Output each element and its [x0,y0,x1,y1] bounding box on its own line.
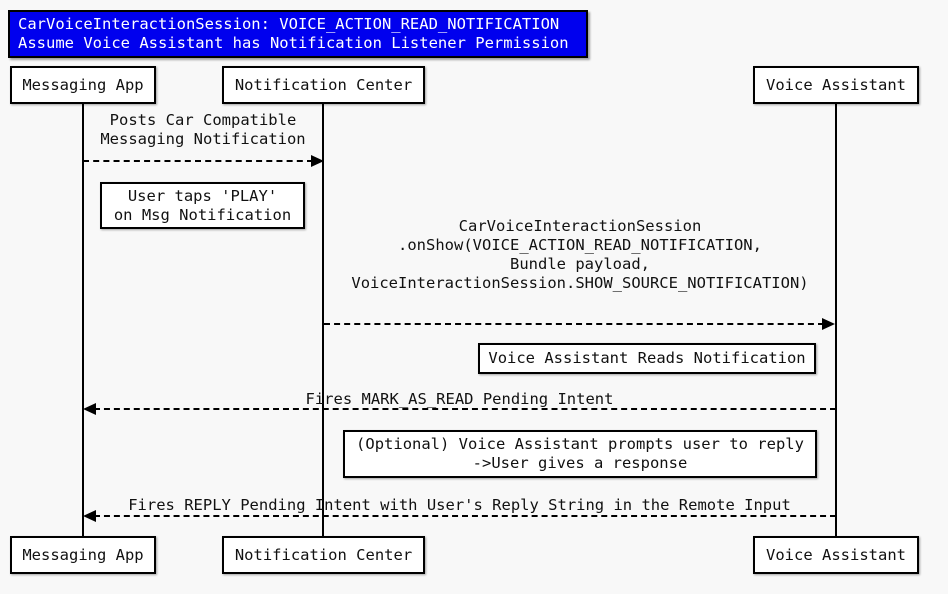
actor-notification-center-top: Notification Center [222,66,425,104]
actor-voice-assistant-bottom: Voice Assistant [753,536,919,574]
actor-notification-center-bottom: Notification Center [222,536,425,574]
arrowhead-left-icon [83,510,96,522]
message-arrow-posts-notification [83,155,324,167]
lifeline-voice-assistant [835,104,837,536]
message-arrow-reply-pending-intent [83,510,836,522]
actor-messaging-app-bottom: Messaging App [10,536,156,574]
message-label-onshow-session: CarVoiceInteractionSession .onShow(VOICE… [351,217,809,292]
note-optional-prompt-reply: (Optional) Voice Assistant prompts user … [343,430,817,478]
message-arrow-onshow-session [324,318,835,330]
note-user-taps-play: User taps 'PLAY' on Msg Notification [100,182,305,229]
dashed-line [324,323,824,325]
diagram-title: CarVoiceInteractionSession: VOICE_ACTION… [8,10,588,58]
dashed-line [83,160,313,162]
dashed-line [94,408,836,410]
arrowhead-left-icon [83,403,96,415]
message-label-reply-pending-intent: Fires REPLY Pending Intent with User's R… [128,496,791,514]
dashed-line [94,515,836,517]
message-label-mark-as-read: Fires MARK_AS_READ Pending Intent [305,390,614,408]
lifeline-notification-center [322,104,324,536]
arrowhead-right-icon [311,155,324,167]
message-arrow-mark-as-read [83,403,836,415]
arrowhead-right-icon [822,318,835,330]
actor-messaging-app-top: Messaging App [10,66,156,104]
message-label-posts-notification: Posts Car Compatible Messaging Notificat… [100,111,306,148]
note-voice-assistant-reads: Voice Assistant Reads Notification [478,343,816,374]
lifeline-messaging-app [82,104,84,536]
actor-voice-assistant-top: Voice Assistant [753,66,919,104]
